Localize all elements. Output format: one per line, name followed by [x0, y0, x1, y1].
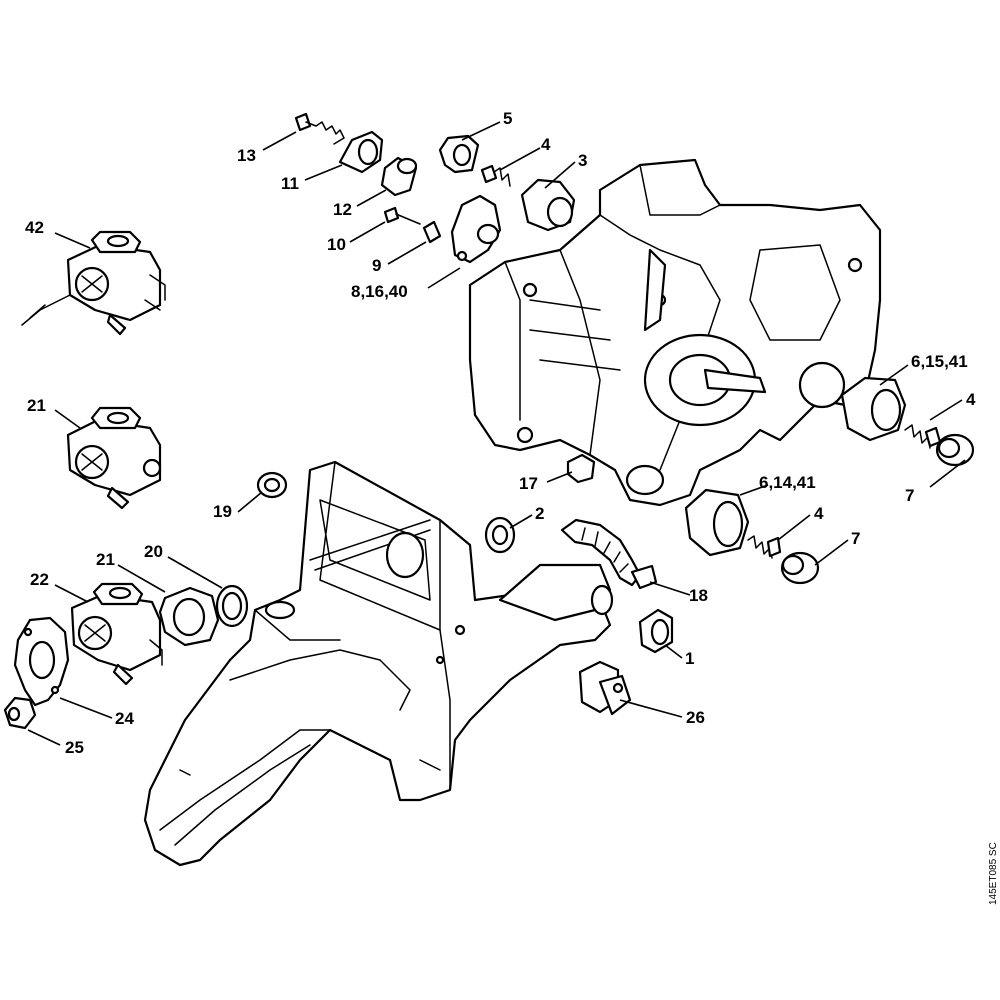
carburetor-42-part[interactable]	[21, 230, 166, 336]
cap-7a-part[interactable]	[935, 433, 975, 467]
spring-4a-part[interactable]	[480, 164, 511, 187]
callout-8-16-40: 8,16,40	[351, 282, 408, 301]
crankcase-part[interactable]	[468, 158, 882, 507]
ring-20-part[interactable]	[215, 584, 249, 628]
callout-20: 20	[144, 542, 163, 561]
callout-22: 22	[30, 570, 49, 589]
ring-1-part[interactable]	[638, 608, 674, 654]
pin-9-part[interactable]	[422, 220, 442, 244]
screw-10-part[interactable]	[383, 206, 421, 225]
callout-19: 19	[213, 502, 232, 521]
callout-21: 21	[96, 550, 115, 569]
bracket-5-part[interactable]	[438, 134, 480, 174]
buffer-6a-part[interactable]	[840, 376, 907, 442]
callout-23: 21	[27, 396, 46, 415]
callout-7-right: 7	[905, 486, 914, 505]
callout-3: 3	[578, 151, 587, 170]
carburetor-22-part[interactable]	[70, 582, 163, 686]
callout-11: 11	[281, 174, 299, 193]
spacer-25-part[interactable]	[3, 696, 37, 730]
spring-4c-part[interactable]	[747, 535, 782, 559]
screw-13-part[interactable]	[294, 112, 345, 145]
shield-11-part[interactable]	[338, 130, 384, 174]
gasket-24-part[interactable]	[13, 616, 70, 707]
plug-17-part[interactable]	[566, 453, 596, 484]
sleeve-12-part[interactable]	[380, 156, 418, 197]
grommet-19-part[interactable]	[256, 471, 288, 499]
callout-24: 24	[115, 709, 134, 728]
callout-1: 1	[685, 649, 694, 668]
buffer-6b-part[interactable]	[684, 488, 750, 557]
ring-2-part[interactable]	[484, 516, 516, 554]
callout-13: 13	[237, 146, 256, 165]
callout-9: 9	[372, 256, 381, 275]
callout-17: 17	[519, 474, 538, 493]
cap-7b-part[interactable]	[780, 551, 820, 585]
callout-18: 18	[689, 586, 708, 605]
callout-4-upper: 4	[541, 135, 551, 154]
callout-10: 10	[327, 235, 346, 254]
callout-26: 26	[686, 708, 705, 727]
flange-21-part[interactable]	[158, 586, 220, 647]
callout-25: 25	[65, 738, 84, 757]
spring-4b-part[interactable]	[904, 424, 942, 449]
reference-code: 145ET085 SC	[988, 842, 999, 905]
callout-4-lower: 4	[814, 504, 824, 523]
callout-12: 12	[333, 200, 352, 219]
housing-handle-part[interactable]	[143, 460, 614, 867]
mount-8-part[interactable]	[450, 194, 502, 264]
leader-lines	[27, 121, 966, 746]
callout-5: 5	[503, 109, 512, 128]
callout-2: 2	[535, 504, 544, 523]
callout-42: 42	[25, 218, 44, 237]
bracket-26-part[interactable]	[578, 660, 632, 716]
callout-4-right: 4	[966, 390, 976, 409]
carburetor-23-part[interactable]	[66, 406, 162, 510]
av-element-3-part[interactable]	[520, 178, 576, 232]
hose-18-part[interactable]	[560, 518, 658, 590]
callout-labels: 5 4 3 13 11 12 10 9 8,16,40 42 21 19 21 …	[25, 109, 999, 905]
callout-6-15-41: 6,15,41	[911, 352, 968, 371]
callout-7-lower: 7	[851, 529, 860, 548]
callout-6-14-41: 6,14,41	[759, 473, 816, 492]
